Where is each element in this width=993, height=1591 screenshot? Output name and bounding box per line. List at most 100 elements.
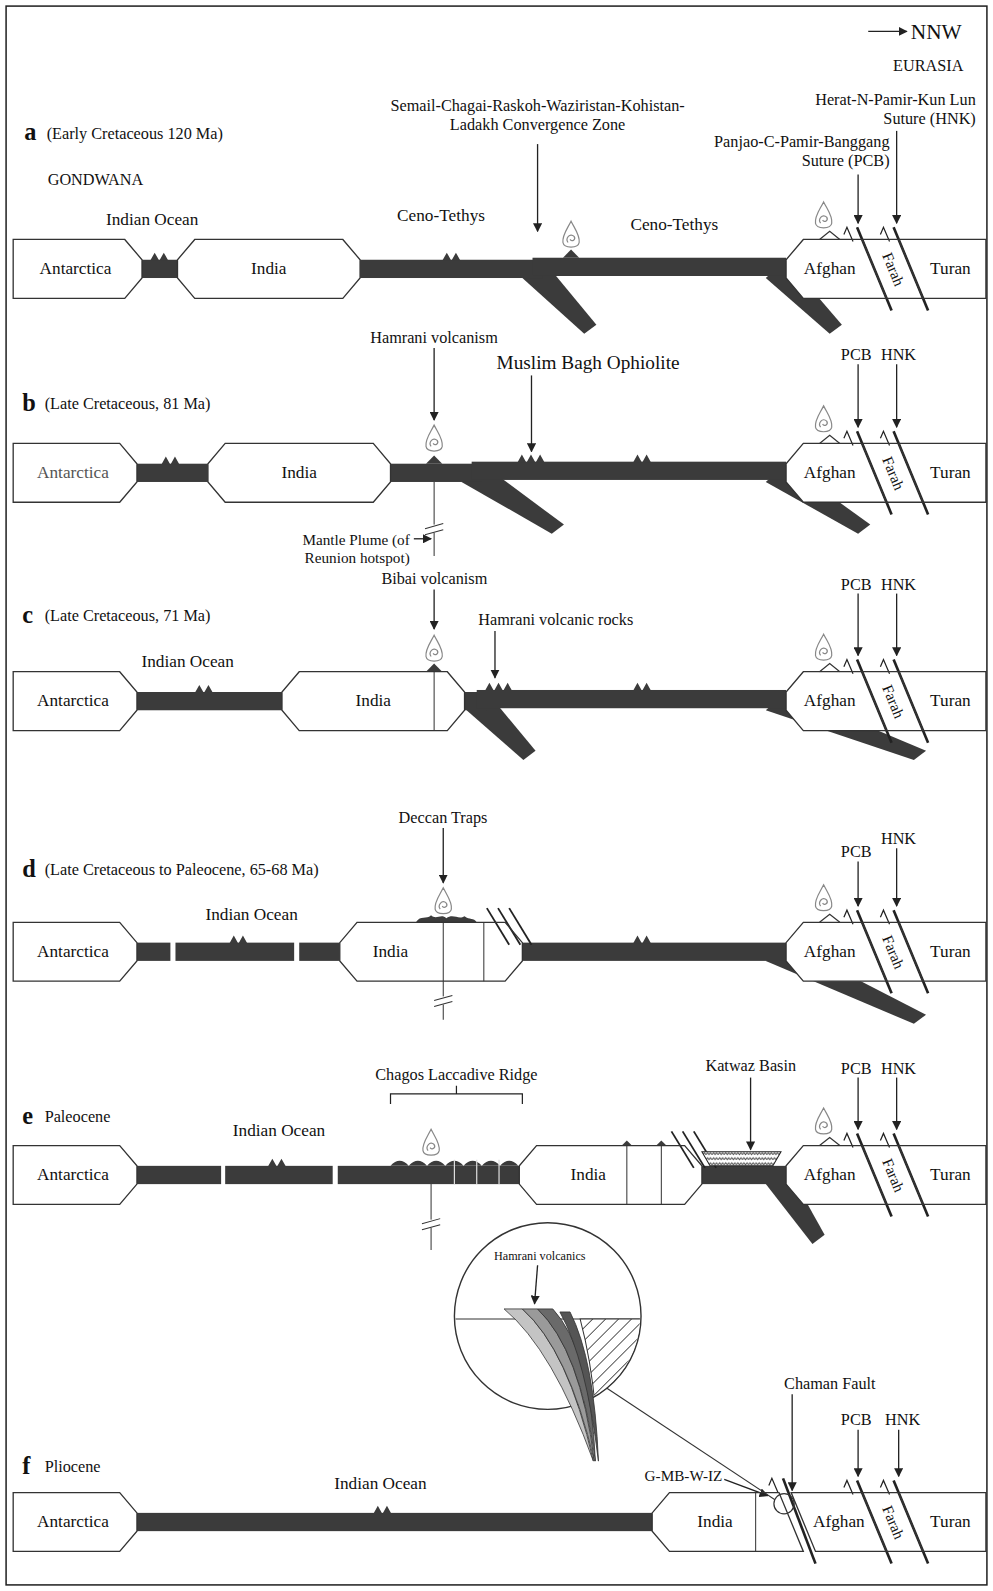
- plate-name: Antarctica: [37, 691, 109, 711]
- ocean-label: Indian Ocean: [334, 1473, 426, 1494]
- leader-arrow: [896, 131, 897, 223]
- volcanic-plume-symbol: [815, 885, 831, 911]
- plate-outline-path: [899, 443, 986, 502]
- zone-label: G-MB-W-IZ: [645, 1467, 723, 1485]
- plate-label: GONDWANA: [48, 169, 144, 188]
- plate-outline-path: [786, 672, 886, 731]
- plume-track-line: [483, 922, 484, 981]
- ocean-crust: [137, 464, 208, 482]
- ocean-label: Ceno-Tethys: [397, 206, 485, 227]
- thrust-sliver: [560, 1312, 599, 1461]
- plate-outline-path: [786, 1146, 886, 1205]
- plate-block: India: [178, 239, 361, 298]
- plate-outline-path: [786, 443, 886, 502]
- continent-fill: [13, 443, 137, 502]
- suture-label: PCB: [841, 344, 872, 363]
- plate-name: India: [373, 942, 408, 962]
- leader-arrow: [896, 364, 897, 427]
- ocean-crust: [137, 1513, 652, 1531]
- volcano-symbol: [426, 456, 442, 464]
- plate-block: Farah: [862, 239, 923, 298]
- plate-outline-path: [786, 922, 886, 981]
- plume-track-line: [626, 1146, 627, 1205]
- ocean-crust: [137, 943, 170, 961]
- ocean-crust: [477, 690, 786, 708]
- plate-outline-path: [862, 1146, 923, 1205]
- detail-layer: [6, 6, 987, 1585]
- mantle-plume-line: [434, 482, 435, 556]
- ridge-bump: [268, 1159, 286, 1167]
- suture-label: HNK: [881, 1058, 916, 1077]
- thrust-sliver: [683, 1131, 705, 1168]
- plate-name: Antarctica: [37, 942, 109, 962]
- plate-name: India: [251, 259, 286, 279]
- plate-block: Farah: [862, 443, 923, 502]
- volcano-symbol: [656, 1140, 666, 1145]
- continent-fill: [282, 672, 465, 731]
- thrust-sliver: [509, 908, 531, 945]
- plate-outline-path: [899, 922, 986, 981]
- ocean-crust: [175, 943, 294, 961]
- leader-arrow: [537, 144, 538, 231]
- continent-fill: [13, 922, 137, 981]
- panel-letter: f: [22, 1451, 30, 1480]
- plate-name: Turan: [930, 1165, 971, 1185]
- leader-arrow: [494, 631, 495, 678]
- plate-name: Turan: [930, 1512, 971, 1532]
- plate-outline-path: [791, 1493, 886, 1552]
- plate-name: Farah: [878, 933, 907, 972]
- zone-label: Semail-Chagai-Raskoh-Waziristan-Kohistan…: [365, 95, 710, 134]
- ocean-crust: [522, 943, 786, 961]
- plate-name: India: [697, 1512, 732, 1532]
- continent-fill: [13, 1146, 137, 1205]
- thrust-sliver: [671, 1131, 693, 1168]
- ridge-bump: [633, 683, 651, 691]
- suture-label: PCB: [841, 842, 872, 861]
- plate-outline-path: [519, 1146, 702, 1205]
- plate-outline: [519, 1146, 702, 1205]
- plate-outline-path: [899, 1146, 986, 1205]
- panel-letter: a: [24, 117, 36, 146]
- age-label: Pliocene: [45, 1457, 101, 1476]
- plate-outline-path: [178, 239, 361, 298]
- leader-arrow: [531, 375, 532, 451]
- plate-name: Farah: [878, 682, 907, 721]
- plume-track-line: [755, 1493, 756, 1552]
- plate-block: Afghan: [786, 922, 886, 981]
- ridge-bump: [517, 455, 544, 463]
- plate-block: Turan: [899, 672, 986, 731]
- plate-name: Afghan: [804, 1165, 856, 1185]
- panel-letter: c: [22, 600, 33, 629]
- suture-label: PCB: [841, 1409, 872, 1428]
- plate-block: Afghan: [786, 1146, 886, 1205]
- plate-outline-path: [862, 1493, 923, 1552]
- plate-outline-path: [208, 443, 391, 502]
- leader-arrow: [898, 1430, 899, 1477]
- ridge-bracket: [391, 1086, 523, 1104]
- ridge-bump: [633, 936, 651, 944]
- plate-outline-path: [652, 1493, 803, 1552]
- suture-label: PCB: [841, 574, 872, 593]
- leader-arrow: [857, 1078, 858, 1130]
- inset-leader: [607, 1388, 775, 1500]
- volcano-symbol: [622, 1140, 632, 1145]
- plate-name: Turan: [930, 259, 971, 279]
- plate-block: Antarctica: [13, 1493, 137, 1552]
- plate-label: EURASIA: [893, 55, 963, 74]
- suture-label: HNK: [881, 344, 916, 363]
- suture-label: PCB: [841, 1058, 872, 1077]
- age-label: (Late Cretaceous to Paleocene, 65-68 Ma): [45, 859, 319, 878]
- ocean-crust: [225, 1166, 333, 1184]
- volcanic-plume-symbol: [426, 635, 442, 661]
- plate-name: Turan: [930, 691, 971, 711]
- plate-block: Farah: [862, 1146, 923, 1205]
- panel-letter: d: [22, 854, 36, 883]
- plate-block: Farah: [862, 1493, 923, 1552]
- panel-letter: e: [22, 1101, 33, 1130]
- break-mark: [434, 1001, 452, 1006]
- hotspot-track-line: [498, 1160, 499, 1184]
- continent-fill: [519, 1146, 702, 1205]
- ocean-crust: [472, 462, 786, 480]
